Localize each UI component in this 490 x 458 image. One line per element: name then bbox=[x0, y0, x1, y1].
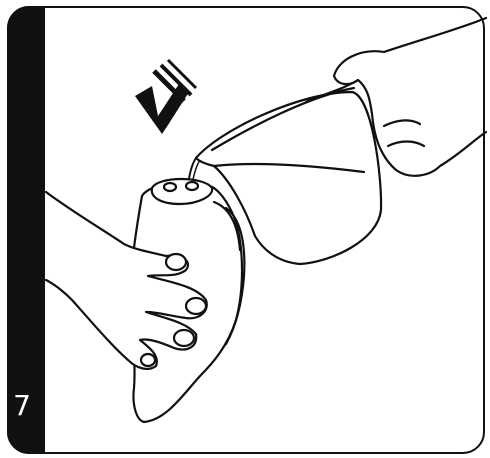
arrow-down-left-icon bbox=[135, 60, 196, 134]
